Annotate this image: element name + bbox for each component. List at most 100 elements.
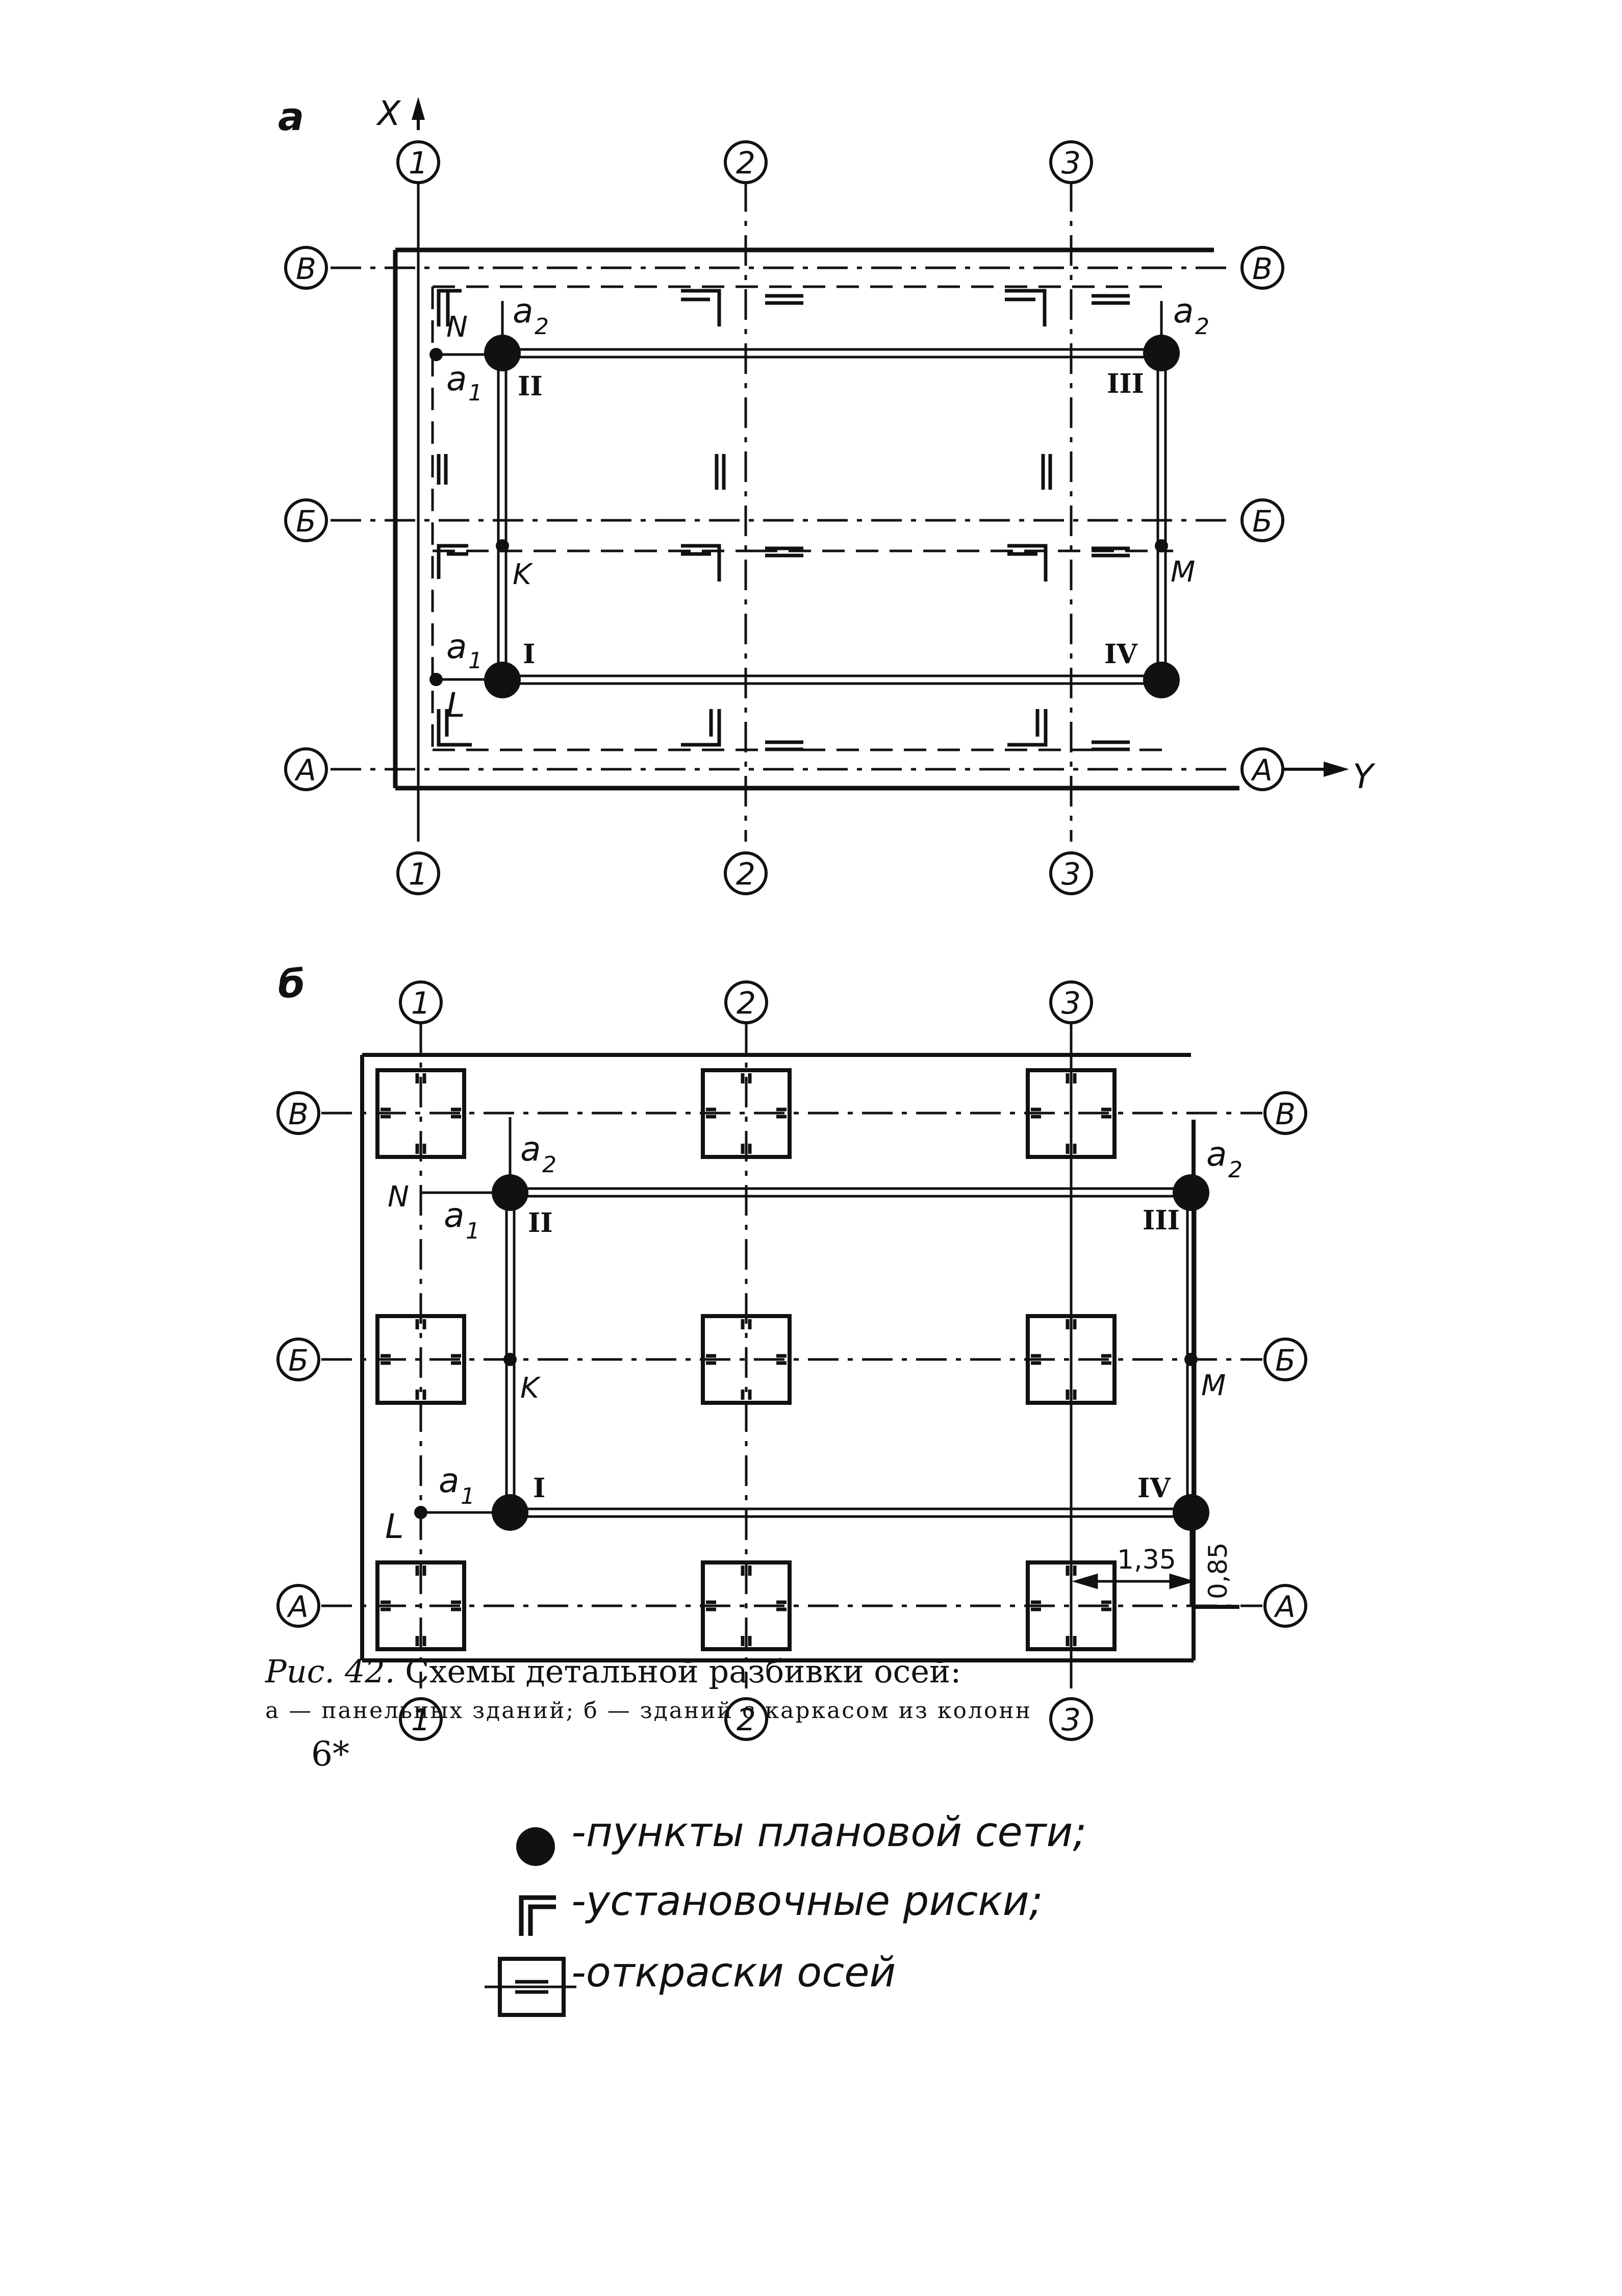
- panel-b-label-a2-right: a: [1206, 1134, 1227, 1174]
- axis-label: Б: [296, 504, 316, 539]
- caption-title-text: Схемы детальной разбивки осей:: [405, 1653, 961, 1690]
- caption-number: 42.: [344, 1653, 395, 1690]
- axis-label: 3: [1061, 145, 1081, 181]
- axis-label: Б: [1252, 504, 1273, 539]
- panel-b-label-IV: IV: [1137, 1473, 1171, 1504]
- axis-label: 3: [1061, 1702, 1081, 1738]
- panel-a-label-II: II: [518, 371, 543, 402]
- panel-b-point-K: [503, 1353, 517, 1366]
- panel-a-column-axes: [417, 181, 1073, 842]
- panel-b-axis-bubble-a-right: А: [1263, 1584, 1307, 1628]
- panel-a-point-N: [429, 348, 443, 361]
- panel-a-network-points: [429, 335, 1180, 698]
- footing: [375, 1068, 466, 1159]
- panel-a-label-I: I: [523, 639, 535, 670]
- panel-b-axis-bubble-b-right: Б: [1263, 1338, 1307, 1381]
- footing: [375, 1560, 466, 1651]
- panel-b-axis-bubble-2-bottom: 2: [724, 1697, 768, 1741]
- panel-a-traverse: [439, 301, 1167, 685]
- footing: [701, 1560, 792, 1651]
- panel-b-footing-axis-marks: [381, 1073, 1111, 1646]
- panel-b-axis-bubble-2-top: 2: [724, 980, 768, 1024]
- panel-b-column-axes: [419, 1023, 1073, 1688]
- panel-a-letter: а: [278, 94, 304, 139]
- legend-symbols: [485, 1827, 576, 2017]
- axis-label: 2: [736, 145, 755, 181]
- axis-label: В: [296, 251, 316, 286]
- panel-a-axis-bubble-a-right: А: [1240, 747, 1284, 791]
- panel-a-axis-bubble-3-top: 3: [1049, 140, 1093, 184]
- panel-b-label-N: N: [388, 1180, 409, 1214]
- panel-a-point-II: [484, 335, 521, 371]
- panel-a-label-a1-bottom-sub: 1: [468, 648, 483, 674]
- panel-a-axis-bubble-v-left: В: [284, 246, 328, 290]
- panel-a-axis-bubble-b-right: Б: [1240, 498, 1284, 542]
- panel-b-point-III: [1173, 1174, 1209, 1211]
- panel-a-label-a2-right: a: [1173, 291, 1194, 331]
- footing: [701, 1068, 792, 1159]
- panel-b-network-points: [414, 1174, 1209, 1531]
- panel-b-label-a2-right-sub: 2: [1228, 1157, 1243, 1183]
- legend-mark-symbol: [519, 1895, 556, 1936]
- caption-prefix: Рис.: [265, 1653, 335, 1690]
- panel-b-axis-bubble-b-left: Б: [276, 1338, 320, 1381]
- panel-a-label-III: III: [1107, 368, 1144, 399]
- panel-b-row-axes: [321, 1112, 1262, 1607]
- axis-label: 2: [736, 856, 755, 892]
- footing: [1026, 1068, 1117, 1159]
- panel-b-label-M: M: [1201, 1369, 1226, 1402]
- axis-label: 1: [409, 856, 428, 892]
- panel-a-setting-marks: [437, 289, 1130, 751]
- panel-a-axis-bubble-2-top: 2: [724, 140, 768, 184]
- footing: [1026, 1560, 1117, 1651]
- footing: [701, 1314, 792, 1405]
- panel-a-point-IV: [1143, 662, 1180, 698]
- panel-b-label-K: K: [520, 1372, 541, 1405]
- panel-b-label-a1-bottom: a: [439, 1461, 459, 1500]
- axis-label: В: [1275, 1097, 1296, 1131]
- panel-a-label-L: L: [446, 686, 465, 725]
- panel-a-label-a2-left: a: [513, 291, 533, 331]
- panel-b-label-L: L: [385, 1507, 404, 1546]
- panel-a-label-K: K: [513, 558, 534, 591]
- axis-label: В: [288, 1097, 309, 1131]
- panel-b-label-a2-left-sub: 2: [542, 1152, 556, 1178]
- panel-a-label-M: M: [1171, 556, 1195, 589]
- axis-label: В: [1252, 251, 1273, 286]
- panel-b-dimension-vertical: 0,85: [1203, 1543, 1233, 1599]
- axis-label: 1: [409, 145, 428, 181]
- panel-a-point-M: [1155, 539, 1168, 552]
- panel-a-label-a1-top: a: [446, 359, 467, 398]
- panel-b-axis-bubble-3-bottom: 3: [1049, 1697, 1093, 1741]
- panel-a-label-a1-bottom: a: [446, 627, 467, 666]
- panel-a-label-a2-right-sub: 2: [1195, 314, 1209, 340]
- panel-b-axis-bubble-3-top: 3: [1049, 980, 1093, 1024]
- panel-a-axis-bubble-1-bottom: 1: [396, 851, 440, 895]
- panel-b-point-IV: [1173, 1494, 1209, 1531]
- panel-b-axis-bubble-v-right: В: [1263, 1091, 1307, 1135]
- panel-b-point-II: [492, 1174, 528, 1211]
- axis-label: 3: [1061, 986, 1081, 1021]
- panel-a-y-axis-label: Y: [1353, 757, 1376, 796]
- panel-b-dimensions: [1072, 1520, 1196, 1607]
- axis-label: 1: [411, 986, 430, 1021]
- panel-a-axis-bubble-1-top: 1: [396, 140, 440, 184]
- panel-b-axis-bubble-v-left: В: [276, 1091, 320, 1135]
- panel-a-point-I: [484, 662, 521, 698]
- panel-a-point-L: [429, 673, 443, 686]
- axis-label: Б: [1275, 1343, 1296, 1378]
- axis-label: А: [1273, 1589, 1296, 1624]
- legend-label-points: -пункты плановой сети;: [571, 1808, 1087, 1856]
- legend-axis-symbol: [485, 1957, 576, 2017]
- footing: [1026, 1314, 1117, 1405]
- legend-label-axes: -откраски осей: [571, 1949, 896, 1996]
- axis-label: 3: [1061, 856, 1081, 892]
- panel-a-point-III: [1143, 335, 1180, 371]
- panel-b-letter: б: [278, 961, 305, 1006]
- panel-a: а X: [278, 94, 1376, 895]
- panel-b-label-a1-top: a: [444, 1196, 464, 1235]
- panel-a-axis-bubble-v-right: В: [1240, 246, 1284, 290]
- panel-a-label-a1-top-sub: 1: [468, 380, 483, 406]
